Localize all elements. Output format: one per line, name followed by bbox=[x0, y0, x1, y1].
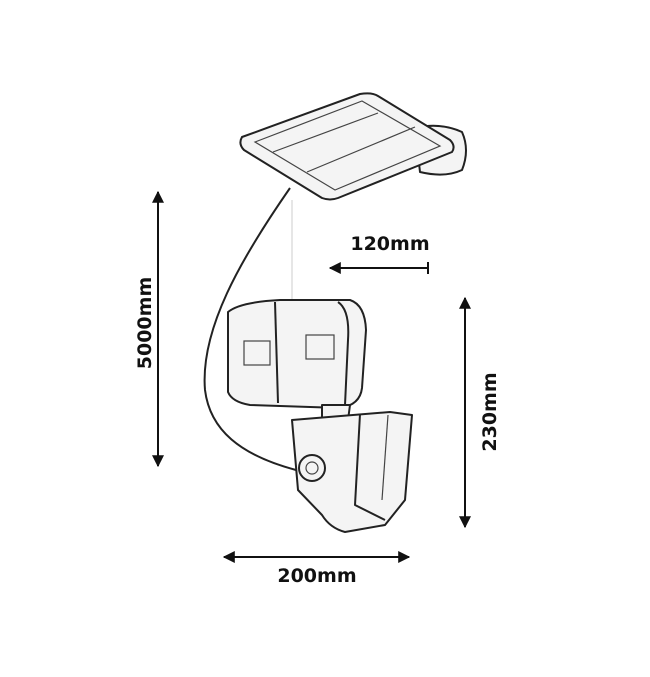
led-array-left bbox=[243, 340, 271, 366]
height-lamp-label: 230mm bbox=[479, 372, 501, 451]
lamp-head bbox=[227, 299, 367, 409]
height-total-label: 5000mm bbox=[134, 277, 156, 369]
depth-label: 120mm bbox=[350, 233, 429, 255]
led-array-right bbox=[305, 334, 335, 360]
cable bbox=[203, 187, 297, 471]
solar-panel bbox=[239, 92, 467, 201]
width-label: 200mm bbox=[277, 565, 356, 587]
motion-sensor-icon bbox=[298, 454, 326, 482]
sensor-unit bbox=[291, 404, 413, 533]
